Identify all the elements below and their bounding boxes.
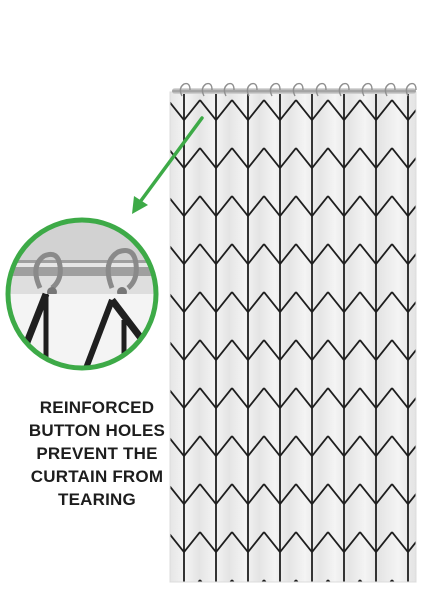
caption-line: REINFORCED [39,398,155,417]
pointer-arrow [132,116,204,214]
shower-curtain [169,91,417,583]
caption-line: CURTAIN FROM [30,467,164,486]
curtain-hooks [179,82,417,97]
feature-caption: REINFORCED BUTTON HOLES PREVENT THE CURT… [12,396,182,511]
zoom-callout-circle [5,217,159,371]
caption-line: BUTTON HOLES [28,421,166,440]
caption-line: PREVENT THE [36,444,158,463]
caption-line: TEARING [58,490,136,509]
